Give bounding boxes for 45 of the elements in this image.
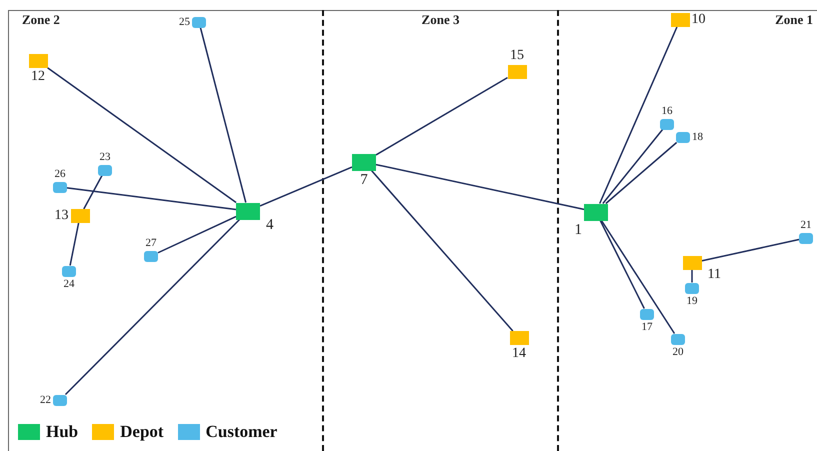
node-number: 18	[692, 132, 703, 142]
node-number: 13	[54, 209, 68, 223]
node-number: 17	[642, 322, 652, 332]
node-number: 24	[64, 278, 74, 290]
legend-label: Customer	[206, 422, 278, 442]
node-number: 26	[54, 168, 66, 180]
node-number: 11	[708, 268, 721, 282]
node-number: 1	[574, 222, 582, 238]
node-number: 20	[672, 346, 684, 358]
node-number: 4	[266, 218, 274, 232]
zone-title: Zone 3	[422, 12, 460, 28]
route-line	[701, 238, 800, 262]
route-line	[66, 187, 236, 210]
legend-label: Depot	[120, 422, 164, 442]
zone-title: Zone 2	[22, 12, 60, 28]
node-number: 25	[179, 16, 190, 28]
route-line	[376, 76, 508, 156]
node-number: 27	[146, 238, 156, 248]
route-line	[158, 216, 236, 254]
route-line	[69, 222, 80, 266]
route-line	[47, 67, 237, 204]
node-number: 14	[512, 347, 526, 361]
route-line	[83, 175, 103, 210]
route-line	[605, 142, 678, 204]
route-line	[602, 129, 664, 204]
zone-title: Zone 1	[775, 12, 813, 28]
node-number: 15	[510, 49, 524, 63]
route-line	[200, 27, 247, 203]
node-number: 23	[100, 152, 110, 162]
node-number: 21	[800, 220, 812, 230]
node-number: 10	[692, 13, 706, 27]
route-line	[691, 270, 693, 282]
route-line	[260, 166, 352, 207]
route-line	[600, 220, 645, 309]
route-line	[370, 170, 514, 332]
node-number: 7	[360, 172, 368, 188]
route-line	[600, 220, 676, 334]
route-line	[64, 218, 240, 396]
node-number: 19	[686, 296, 698, 306]
node-number: 22	[40, 394, 51, 406]
node-number: 16	[662, 106, 672, 116]
route-line	[376, 164, 584, 210]
node-number: 12	[31, 70, 45, 84]
route-line	[599, 26, 678, 204]
legend-label: Hub	[46, 422, 78, 442]
